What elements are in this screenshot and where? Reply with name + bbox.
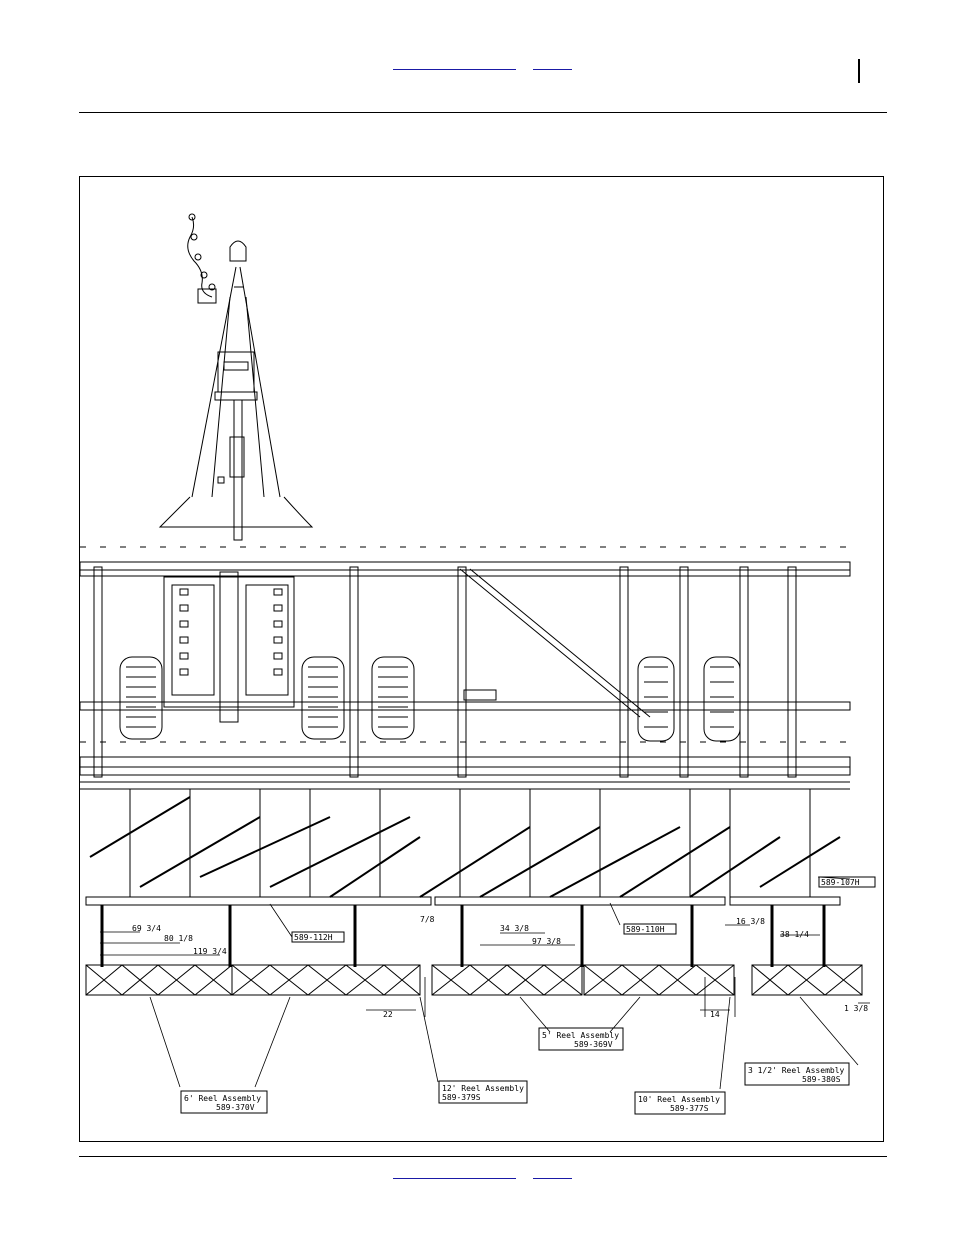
- center-column: [164, 572, 294, 722]
- reel-5ft: [432, 965, 582, 995]
- svg-text:97 3/8: 97 3/8: [532, 937, 561, 946]
- header-link-1[interactable]: [393, 57, 516, 70]
- reel-posts: [130, 789, 810, 897]
- part-label-110h: 589-110H: [624, 924, 676, 934]
- callout-reel-5ft: 5' Reel Assembly 589-369V: [539, 1028, 623, 1050]
- lower-bars: [86, 897, 840, 905]
- reel-10ft: [584, 965, 734, 995]
- reel-12ft: [232, 965, 420, 995]
- svg-text:12' Reel Assembly: 12' Reel Assembly: [442, 1084, 524, 1093]
- callout-reel-6ft: 6' Reel Assembly 589-370V: [181, 1091, 267, 1113]
- svg-text:589-112H: 589-112H: [294, 933, 333, 942]
- header-rule: [79, 112, 887, 113]
- svg-text:7/8: 7/8: [420, 915, 435, 924]
- callout-reel-3-5ft: 3 1/2' Reel Assembly 589-380S: [745, 1063, 849, 1085]
- callout-reel-10ft: 10' Reel Assembly 589-377S: [635, 1092, 725, 1114]
- drawing-frame: 589-107H 589-112H 589-110H 69 3/4 80 1/8…: [79, 176, 884, 1142]
- svg-text:589-377S: 589-377S: [670, 1104, 709, 1113]
- svg-text:589-107H: 589-107H: [821, 878, 860, 887]
- part-label-112h: 589-112H: [292, 932, 344, 942]
- svg-text:22: 22: [383, 1010, 393, 1019]
- dimension-lines: [100, 925, 870, 1017]
- svg-text:16 3/8: 16 3/8: [736, 917, 765, 926]
- hitch-tongue: [160, 214, 312, 540]
- dimension-texts: 69 3/4 80 1/8 119 3/4 34 3/8 97 3/8 16 3…: [132, 915, 868, 1019]
- svg-text:3 1/2' Reel Assembly: 3 1/2' Reel Assembly: [748, 1066, 845, 1075]
- svg-text:10' Reel Assembly: 10' Reel Assembly: [638, 1095, 720, 1104]
- svg-text:589-370V: 589-370V: [216, 1103, 255, 1112]
- footer-rule: [79, 1156, 887, 1157]
- reel-arms: [90, 797, 840, 897]
- part-label-107h: 589-107H: [819, 877, 875, 887]
- svg-text:69 3/4: 69 3/4: [132, 924, 161, 933]
- header-link-2[interactable]: [533, 57, 572, 70]
- svg-text:589-380S: 589-380S: [802, 1075, 841, 1084]
- svg-text:34 3/8: 34 3/8: [500, 924, 529, 933]
- header-side-bar: [858, 59, 860, 83]
- svg-text:80 1/8: 80 1/8: [164, 934, 193, 943]
- wheels: [120, 657, 740, 741]
- svg-text:589-369V: 589-369V: [574, 1040, 613, 1049]
- tine-rows: [80, 547, 850, 789]
- svg-text:14: 14: [710, 1010, 720, 1019]
- svg-text:6' Reel Assembly: 6' Reel Assembly: [184, 1094, 261, 1103]
- footer-link-1[interactable]: [393, 1166, 516, 1179]
- reel-6ft: [86, 965, 232, 995]
- svg-text:589-379S: 589-379S: [442, 1093, 481, 1102]
- implant-drawing: 589-107H 589-112H 589-110H 69 3/4 80 1/8…: [80, 177, 884, 1142]
- svg-text:119 3/4: 119 3/4: [193, 947, 227, 956]
- callout-reel-12ft: 12' Reel Assembly 589-379S: [439, 1081, 527, 1103]
- main-frame: [80, 562, 850, 777]
- svg-text:38 1/4: 38 1/4: [780, 930, 809, 939]
- svg-text:589-110H: 589-110H: [626, 925, 665, 934]
- footer-link-2[interactable]: [533, 1166, 572, 1179]
- reel-3-5ft: [752, 965, 862, 995]
- svg-text:5' Reel Assembly: 5' Reel Assembly: [542, 1031, 619, 1040]
- spring-arms: [102, 905, 824, 967]
- svg-text:1 3/8: 1 3/8: [844, 1004, 868, 1013]
